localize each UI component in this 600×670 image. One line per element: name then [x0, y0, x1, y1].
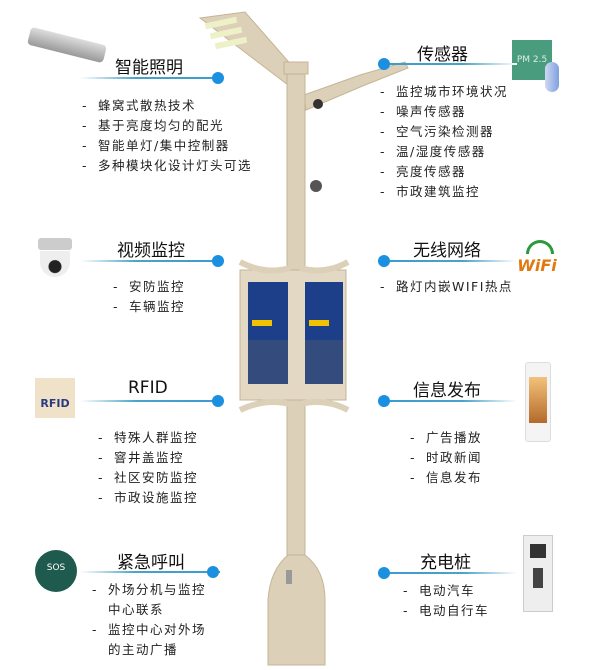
list-item: -监控中心对外场 [92, 622, 207, 637]
charging-pile-list: -电动汽车 -电动自行车 [403, 581, 489, 621]
connector-dot [212, 395, 224, 407]
right-arm [303, 61, 409, 111]
list-item: -车辆监控 [113, 299, 186, 314]
list-item: 的主动广播 [108, 642, 179, 657]
connector-dot [212, 255, 224, 267]
connector-dot [378, 567, 390, 579]
section-title-smart-lighting: 智能照明 [115, 58, 183, 78]
list-item: -信息发布 [410, 470, 483, 485]
list-item: -蜂窝式散热技术 [82, 98, 197, 113]
thermometer-icon [545, 62, 559, 92]
wifi-icon: WiFi [512, 238, 562, 278]
list-item: -社区安防监控 [98, 470, 199, 485]
list-item: -智能单灯/集中控制器 [82, 138, 230, 153]
smart-lighting-list: -蜂窝式散热技术 -基于亮度均匀的配光 -智能单灯/集中控制器 -多种模块化设计… [82, 96, 252, 176]
connector-line [382, 260, 517, 262]
wireless-network-list: -路灯内嵌WIFI热点 [380, 277, 513, 297]
sos-icon: SOS [35, 550, 77, 592]
display-screen-icon [525, 362, 551, 442]
section-title-wireless-network: 无线网络 [413, 241, 481, 261]
list-item: -窨井盖监控 [98, 450, 185, 465]
connector-line [80, 260, 220, 262]
pole-camera-top [313, 99, 323, 109]
pole-door [286, 570, 292, 584]
section-title-emergency-call: 紧急呼叫 [117, 553, 185, 573]
connector-dot [378, 395, 390, 407]
section-title-info-release: 信息发布 [413, 381, 481, 401]
pole-cap [283, 61, 309, 75]
connector-line [382, 572, 517, 574]
charging-pile-icon [523, 535, 553, 612]
list-item: 中心联系 [108, 602, 165, 617]
connector-dot [378, 58, 390, 70]
connector-dot [212, 72, 224, 84]
section-title-charging-pile: 充电桩 [420, 553, 471, 573]
connector-dot [378, 255, 390, 267]
section-title-sensors: 传感器 [417, 45, 468, 65]
list-item: -基于亮度均匀的配光 [82, 118, 225, 133]
dome-camera-icon [38, 238, 72, 278]
list-item: -多种模块化设计灯头可选 [82, 158, 253, 173]
list-item: -电动自行车 [403, 603, 490, 618]
emergency-call-list: -外场分机与监控 中心联系 -监控中心对外场 的主动广播 [92, 580, 206, 660]
rfid-list: -特殊人群监控 -窨井盖监控 -社区安防监控 -市政设施监控 [98, 428, 198, 508]
list-item: -安防监控 [113, 279, 186, 294]
connector-dot [207, 566, 219, 578]
list-item: -外场分机与监控 [92, 582, 207, 597]
list-item: -温/湿度传感器 [380, 144, 486, 159]
wifi-label: WiFi [517, 256, 557, 275]
connector-line [382, 63, 517, 65]
connector-line [382, 400, 517, 402]
section-title-video-surveillance: 视频监控 [117, 241, 185, 261]
list-item: -路灯内嵌WIFI热点 [380, 279, 513, 294]
list-item: -空气污染检测器 [380, 124, 495, 139]
wifi-waves-icon [526, 240, 554, 254]
info-release-list: -广告播放 -时政新闻 -信息发布 [410, 428, 482, 488]
pole-base [267, 554, 326, 666]
sensors-list: -监控城市环境状况 -噪声传感器 -空气污染检测器 -温/湿度传感器 -亮度传感… [380, 82, 508, 202]
connector-line [80, 400, 220, 402]
rfid-icon: RFID [35, 378, 75, 418]
section-title-rfid: RFID [128, 378, 168, 398]
connector-line [80, 77, 220, 79]
list-item: -噪声传感器 [380, 104, 467, 119]
list-item: -亮度传感器 [380, 164, 467, 179]
list-item: -特殊人群监控 [98, 430, 199, 445]
list-item: -市政建筑监控 [380, 184, 481, 199]
lamp-head-panels [204, 16, 248, 50]
list-item: -电动汽车 [403, 583, 476, 598]
video-surveillance-list: -安防监控 -车辆监控 [113, 277, 185, 317]
list-item: -时政新闻 [410, 450, 483, 465]
pole-camera-dome [310, 180, 322, 192]
connector-line [80, 571, 220, 573]
list-item: -监控城市环境状况 [380, 84, 509, 99]
list-item: -广告播放 [410, 430, 483, 445]
list-item: -市政设施监控 [98, 490, 199, 505]
